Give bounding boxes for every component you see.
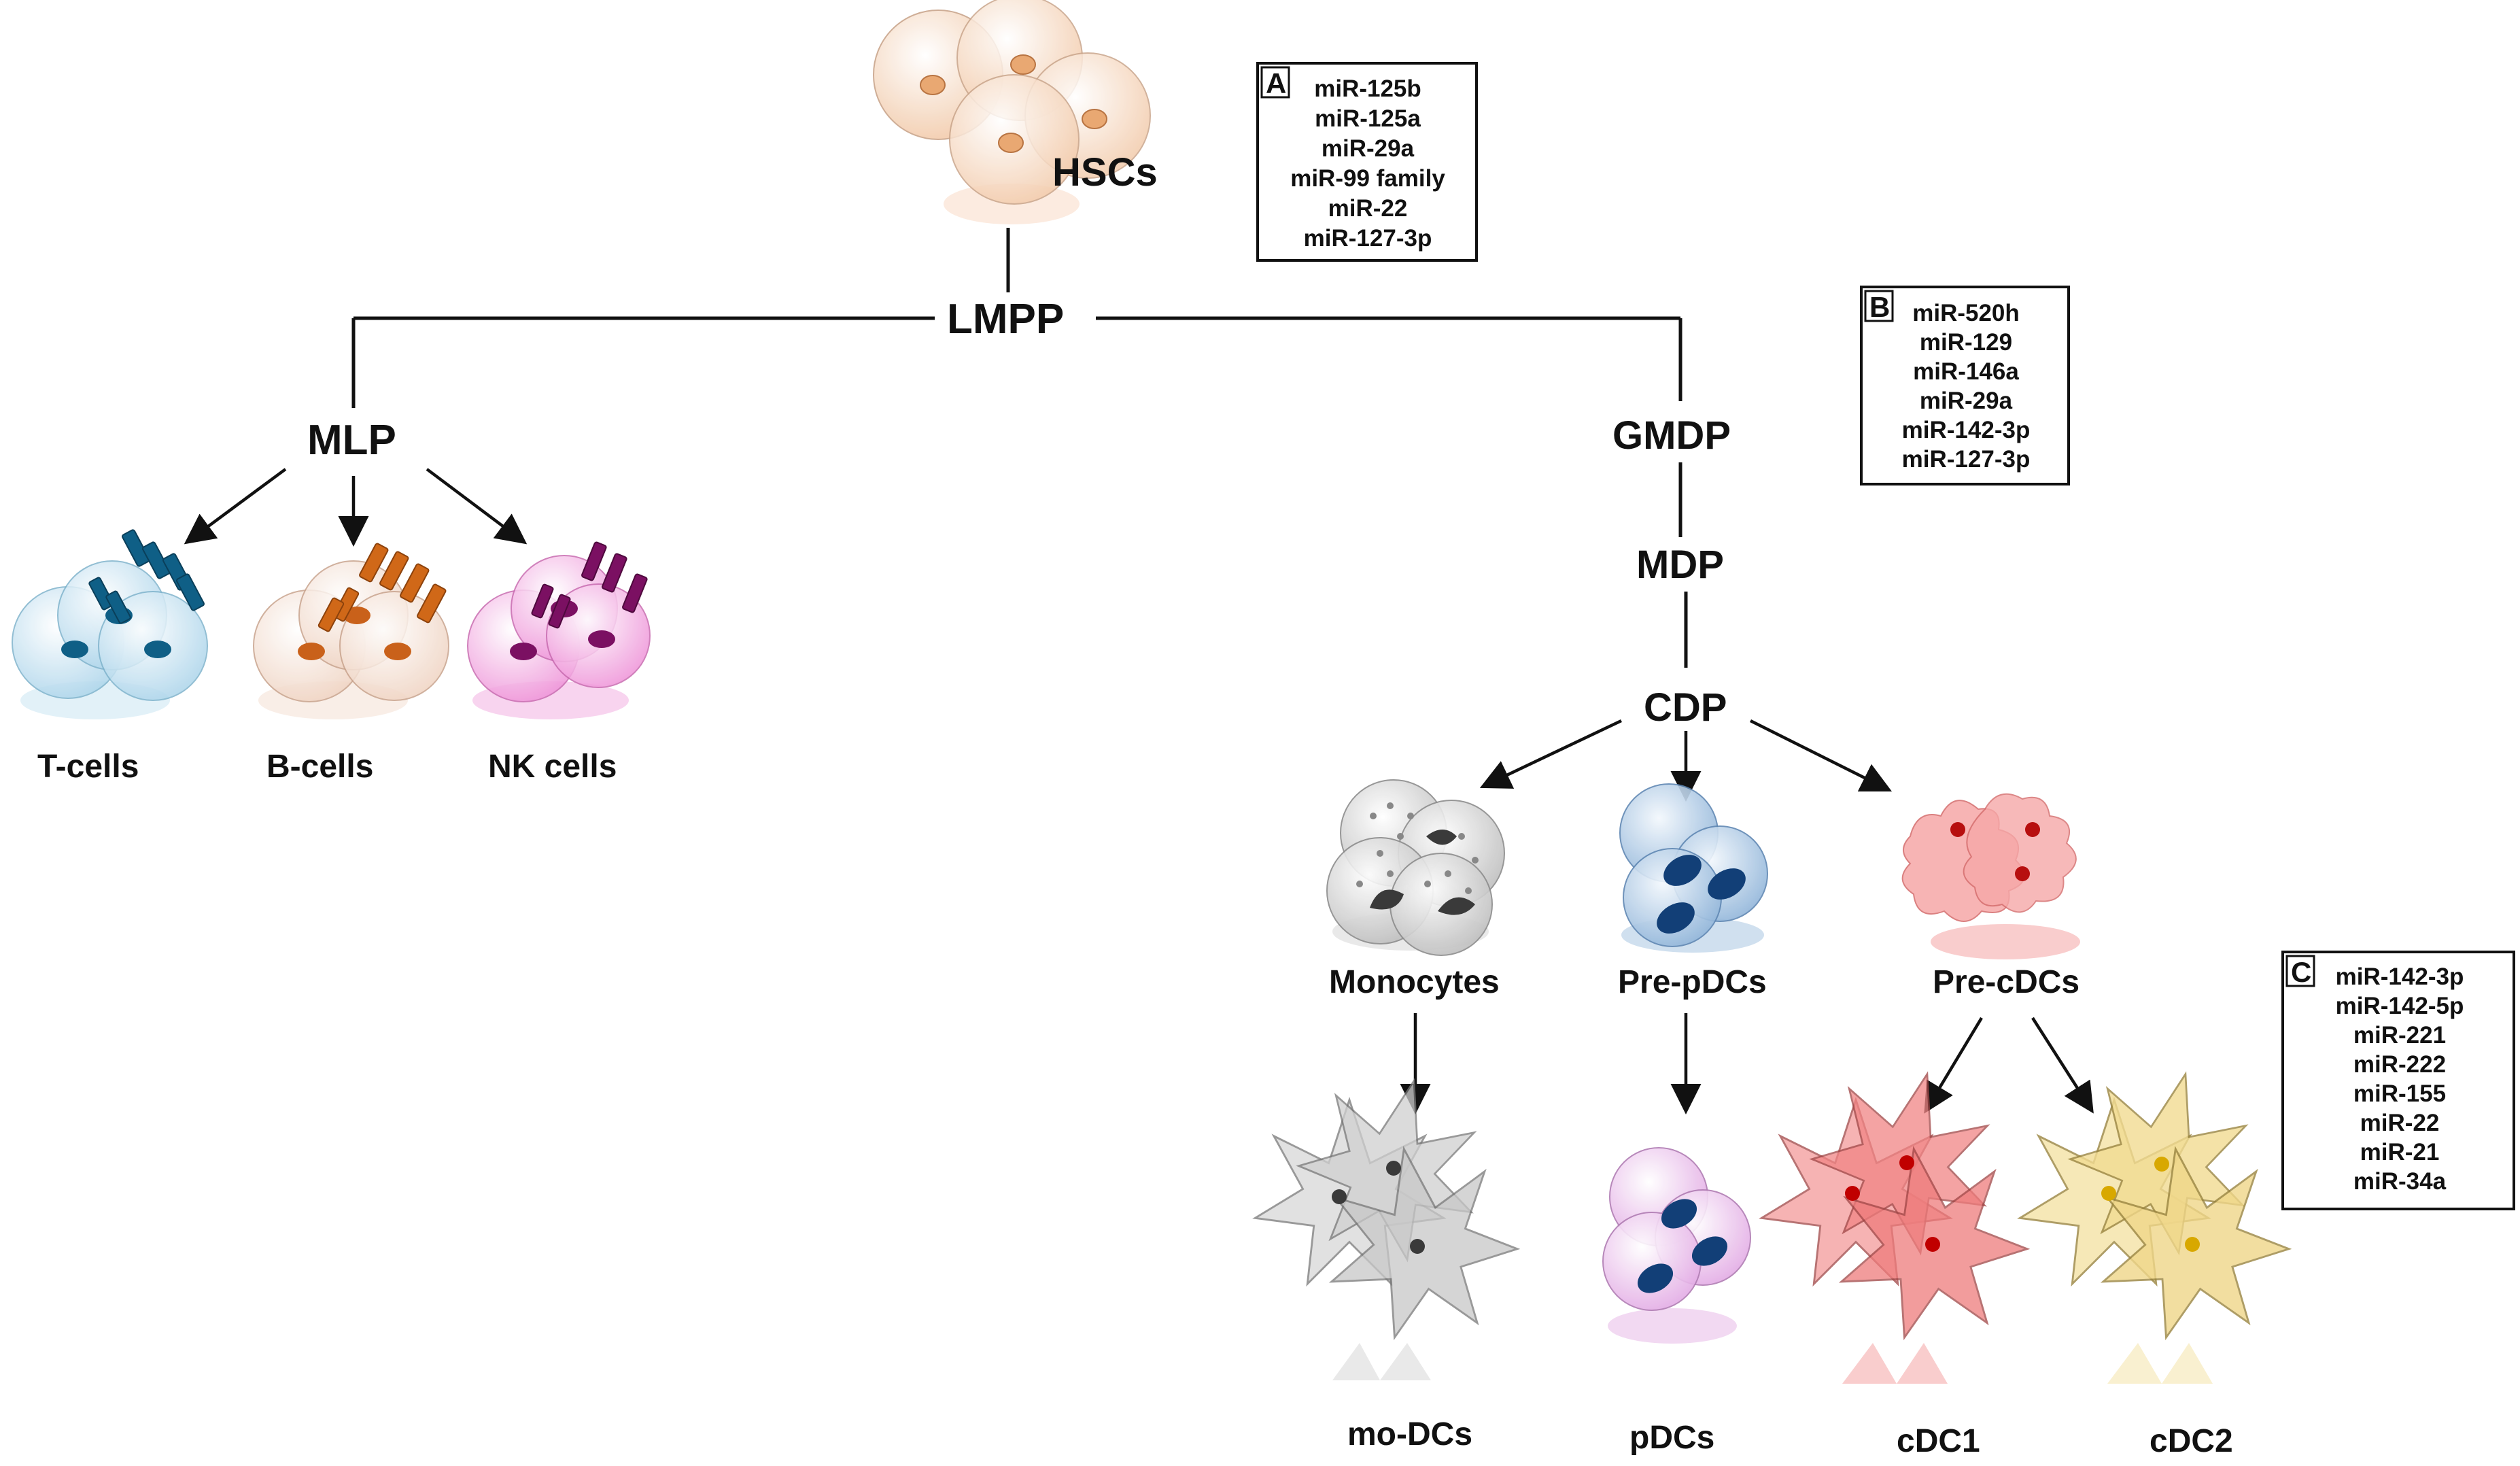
box-b-item: miR-29a <box>1920 388 2013 414</box>
box-c-item: miR-142-5p <box>2336 993 2464 1019</box>
precdcs-to-cdc1-arrow <box>1924 1017 1983 1114</box>
monocytes-label: Monocytes <box>1329 964 1500 1000</box>
pre-pdcs-label: Pre-pDCs <box>1618 964 1767 1000</box>
gmdp-label: GMDP <box>1612 413 1731 458</box>
mirna-box-b: B miR-520h miR-129 miR-146a miR-29a miR-… <box>1860 286 2070 485</box>
hsc-cluster <box>873 0 1151 224</box>
box-a-item: miR-125a <box>1315 105 1421 132</box>
box-b-item: miR-520h <box>1912 300 2020 326</box>
pre-pdcs-cluster <box>1619 783 1768 953</box>
t-cells-cluster <box>12 529 208 719</box>
pdcs-cluster <box>1602 1147 1751 1344</box>
lmpp-label: LMPP <box>947 296 1064 343</box>
hscs-label: HSCs <box>1052 150 1158 194</box>
box-c-item: miR-34a <box>2353 1168 2447 1195</box>
cdc2-label: cDC2 <box>2150 1423 2233 1459</box>
cdc2-cluster <box>2018 1050 2302 1384</box>
box-c-item: miR-222 <box>2353 1051 2446 1078</box>
box-a-item: miR-22 <box>1328 195 1408 222</box>
b-cells-label: B-cells <box>266 749 373 785</box>
precdcs-to-cdc2-arrow <box>2031 1017 2094 1114</box>
cdp-to-monocytes-arrow <box>1479 719 1622 789</box>
b-cells-cluster <box>253 543 449 719</box>
box-a-letter: A <box>1266 67 1286 99</box>
pre-cdcs-cluster <box>1901 793 2080 959</box>
box-b-item: miR-127-3p <box>1902 446 2031 473</box>
monocytes-cluster <box>1326 779 1505 956</box>
box-b-letter: B <box>1869 291 1890 323</box>
pdcs-label: pDCs <box>1629 1420 1714 1456</box>
mdp-label: MDP <box>1636 543 1724 587</box>
cdc1-cluster <box>1760 1050 2040 1384</box>
box-a-item: miR-99 family <box>1290 165 1445 192</box>
cdc1-label: cDC1 <box>1897 1423 1980 1459</box>
box-b-item: miR-146a <box>1913 358 2019 385</box>
nk-cells-cluster <box>467 541 651 719</box>
box-b-item: miR-129 <box>1920 329 2012 356</box>
box-c-item: miR-142-3p <box>2336 964 2464 990</box>
pre-cdcs-label: Pre-cDCs <box>1933 964 2079 1000</box>
mlp-label: MLP <box>307 417 396 464</box>
box-c-item: miR-221 <box>2353 1022 2446 1049</box>
box-b-item: miR-142-3p <box>1902 417 2031 443</box>
box-c-letter: C <box>2291 956 2311 988</box>
mo-dcs-label: mo-DCs <box>1347 1416 1472 1452</box>
cdp-label: CDP <box>1644 685 1727 730</box>
mirna-box-a: A miR-125b miR-125a miR-29a miR-99 famil… <box>1256 62 1478 262</box>
nk-cells-label: NK cells <box>488 749 617 785</box>
t-cells-label: T-cells <box>37 749 139 785</box>
mo-dcs-cluster <box>1254 1057 1530 1380</box>
mlp-to-nkcells-arrow <box>426 468 528 545</box>
box-c-item: miR-155 <box>2353 1080 2446 1107</box>
box-c-item: miR-22 <box>2360 1110 2440 1136</box>
box-a-item: miR-127-3p <box>1304 225 1432 252</box>
box-a-item: miR-29a <box>1322 135 1415 162</box>
box-c-item: miR-21 <box>2360 1139 2440 1165</box>
cdp-to-precdcs-arrow <box>1749 719 1893 792</box>
mirna-box-c: C miR-142-3p miR-142-5p miR-221 miR-222 … <box>2281 951 2515 1210</box>
box-a-item: miR-125b <box>1314 75 1421 102</box>
mlp-to-tcells-arrow <box>184 468 287 545</box>
